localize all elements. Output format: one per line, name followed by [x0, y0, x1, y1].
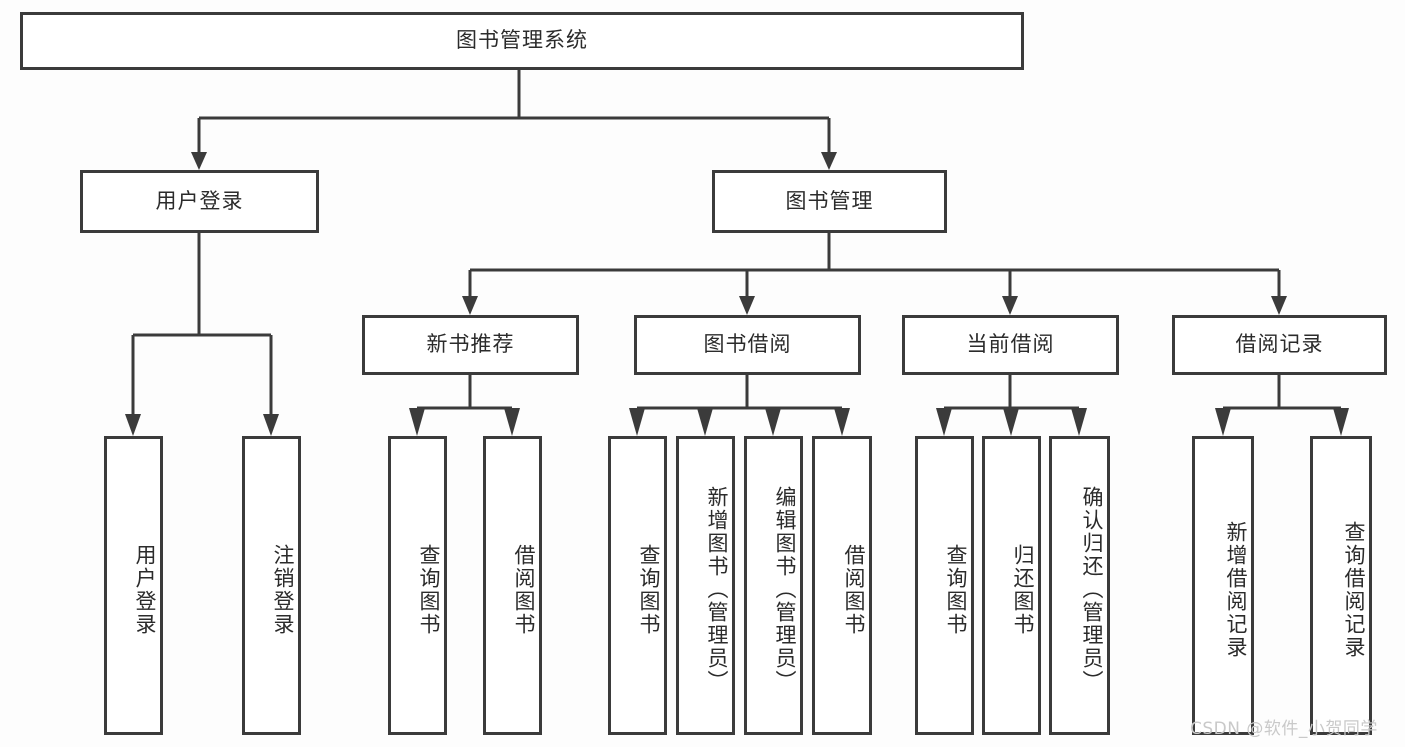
node-current-borrow-label: 当前借阅	[966, 332, 1055, 357]
arrowhead-leaf-user-login	[125, 414, 141, 436]
node-user-login[interactable]: 用户登录	[80, 170, 319, 233]
arrowhead-g1-leaf2	[504, 408, 520, 436]
leaf-borrow-add-book[interactable]: 新增图书（管理员）	[676, 436, 735, 735]
node-borrow-record-label: 借阅记录	[1235, 332, 1324, 357]
arrowhead-g4-leaf1	[1215, 408, 1231, 436]
arrowhead-new-book-recommend	[462, 296, 478, 315]
leaf-recommend-query-book[interactable]: 查询图书	[388, 436, 447, 735]
leaf-logout-label: 注销登录	[271, 543, 295, 636]
leaf-borrow-query-book-label: 查询图书	[637, 543, 661, 636]
node-book-management[interactable]: 图书管理	[712, 170, 947, 233]
leaf-borrow-add-book-label: 新增图书（管理员）	[705, 486, 729, 693]
leaf-borrow-borrow-book-label: 借阅图书	[842, 543, 866, 636]
leaf-current-return-book-label: 归还图书	[1011, 543, 1035, 636]
leaf-user-login-label: 用户登录	[133, 543, 157, 636]
node-user-login-label: 用户登录	[155, 188, 244, 213]
arrowhead-g2-leaf2	[697, 408, 713, 436]
node-root-label: 图书管理系统	[456, 28, 588, 53]
leaf-current-query-book-label: 查询图书	[944, 543, 968, 636]
leaf-current-return-book[interactable]: 归还图书	[982, 436, 1041, 735]
node-book-borrow-label: 图书借阅	[703, 332, 792, 357]
arrowhead-g1-leaf1	[409, 408, 425, 436]
leaf-current-query-book[interactable]: 查询图书	[915, 436, 974, 735]
node-new-book-recommend[interactable]: 新书推荐	[362, 315, 579, 375]
node-current-borrow[interactable]: 当前借阅	[902, 315, 1119, 375]
leaf-record-query-label: 查询借阅记录	[1342, 520, 1366, 659]
arrowhead-g3-leaf1	[936, 408, 952, 436]
arrowhead-g2-leaf3	[765, 408, 781, 436]
leaf-current-confirm-return[interactable]: 确认归还（管理员）	[1049, 436, 1110, 735]
leaf-recommend-query-book-label: 查询图书	[417, 543, 441, 636]
leaf-record-query[interactable]: 查询借阅记录	[1310, 436, 1372, 735]
node-new-book-recommend-label: 新书推荐	[426, 332, 515, 357]
leaf-borrow-borrow-book[interactable]: 借阅图书	[812, 436, 872, 735]
leaf-logout[interactable]: 注销登录	[242, 436, 301, 735]
arrowhead-bookmgmt	[821, 152, 837, 170]
arrowhead-borrow-record	[1271, 296, 1287, 315]
node-book-borrow[interactable]: 图书借阅	[634, 315, 861, 375]
arrowhead-g3-leaf2	[1003, 408, 1019, 436]
leaf-record-add-label: 新增借阅记录	[1224, 520, 1248, 659]
arrowhead-g4-leaf2	[1333, 408, 1349, 436]
arrowhead-g2-leaf1	[629, 408, 645, 436]
arrowhead-g3-leaf3	[1071, 408, 1087, 436]
arrowhead-g2-leaf4	[834, 408, 850, 436]
leaf-borrow-edit-book[interactable]: 编辑图书（管理员）	[744, 436, 803, 735]
arrowhead-current-borrow	[1002, 296, 1018, 315]
node-book-management-label: 图书管理	[785, 188, 874, 213]
leaf-borrow-edit-book-label: 编辑图书（管理员）	[773, 486, 797, 693]
leaf-recommend-borrow-book[interactable]: 借阅图书	[483, 436, 542, 735]
arrowhead-leaf-logout	[263, 414, 279, 436]
leaf-user-login[interactable]: 用户登录	[104, 436, 163, 735]
leaf-current-confirm-return-label: 确认归还（管理员）	[1080, 486, 1104, 693]
leaf-record-add[interactable]: 新增借阅记录	[1192, 436, 1254, 735]
leaf-recommend-borrow-book-label: 借阅图书	[512, 543, 536, 636]
arrowhead-userlogin	[191, 152, 207, 170]
node-root[interactable]: 图书管理系统	[20, 12, 1024, 70]
node-borrow-record[interactable]: 借阅记录	[1172, 315, 1387, 375]
arrowhead-book-borrow	[739, 296, 755, 315]
leaf-borrow-query-book[interactable]: 查询图书	[608, 436, 667, 735]
